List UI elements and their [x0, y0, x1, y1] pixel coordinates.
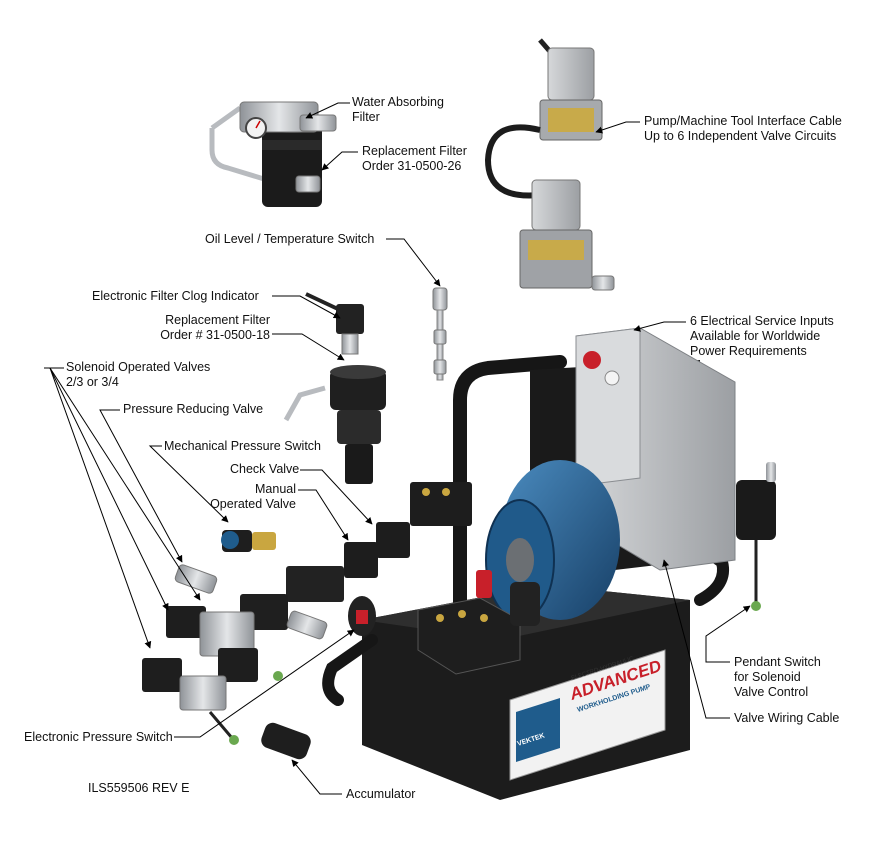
- mechanical-pressure-switch-part: [221, 530, 276, 552]
- label-check-valve: Check Valve: [230, 462, 300, 476]
- label-mechanical-pressure-switch: Mechanical Pressure Switch: [164, 439, 322, 453]
- label-filter-clog-indicator: Electronic Filter Clog Indicator: [92, 289, 259, 303]
- manual-valve-part: [286, 542, 378, 636]
- pump-assembly-part: [322, 327, 736, 800]
- label-pressure-reducing-valve: Pressure Reducing Valve: [123, 402, 264, 416]
- label-replacement-filter-top: Replacement Filter Order 31-0500-26: [362, 144, 467, 173]
- filter-clog-indicator-part: [305, 292, 364, 355]
- label-pendant-switch: Pendant Switch for Solenoid Valve Contro…: [734, 655, 821, 699]
- pendant-switch-part: [736, 462, 776, 611]
- mid-filter-part: [283, 365, 386, 484]
- drawing-id: ILS559506 REV E: [88, 781, 190, 795]
- leader-lines: [44, 102, 751, 795]
- solenoid-valves-part: [142, 606, 283, 745]
- label-accumulator: Accumulator: [346, 787, 416, 801]
- label-electrical-inputs: 6 Electrical Service Inputs Available fo…: [690, 314, 834, 358]
- label-oil-level-switch: Oil Level / Temperature Switch: [205, 232, 375, 246]
- check-valve-block-part: [376, 482, 472, 558]
- label-electronic-pressure-switch: Electronic Pressure Switch: [24, 730, 173, 744]
- label-solenoid-valves: Solenoid Operated Valves 2/3 or 3/4: [66, 360, 211, 389]
- label-manual-valve: Manual Operated Valve: [210, 482, 296, 511]
- interface-cable-part: [484, 38, 615, 291]
- label-water-absorbing-filter: Water Absorbing Filter: [352, 95, 444, 124]
- label-interface-cable: Pump/Machine Tool Interface Cable Up to …: [644, 114, 842, 143]
- accumulator-part: [261, 722, 311, 760]
- label-replacement-filter-mid: Replacement Filter Order # 31-0500-18: [160, 313, 270, 342]
- label-valve-wiring-cable: Valve Wiring Cable: [734, 711, 840, 725]
- water-absorbing-filter-part: [209, 101, 337, 207]
- oil-level-switch-part: [432, 287, 448, 381]
